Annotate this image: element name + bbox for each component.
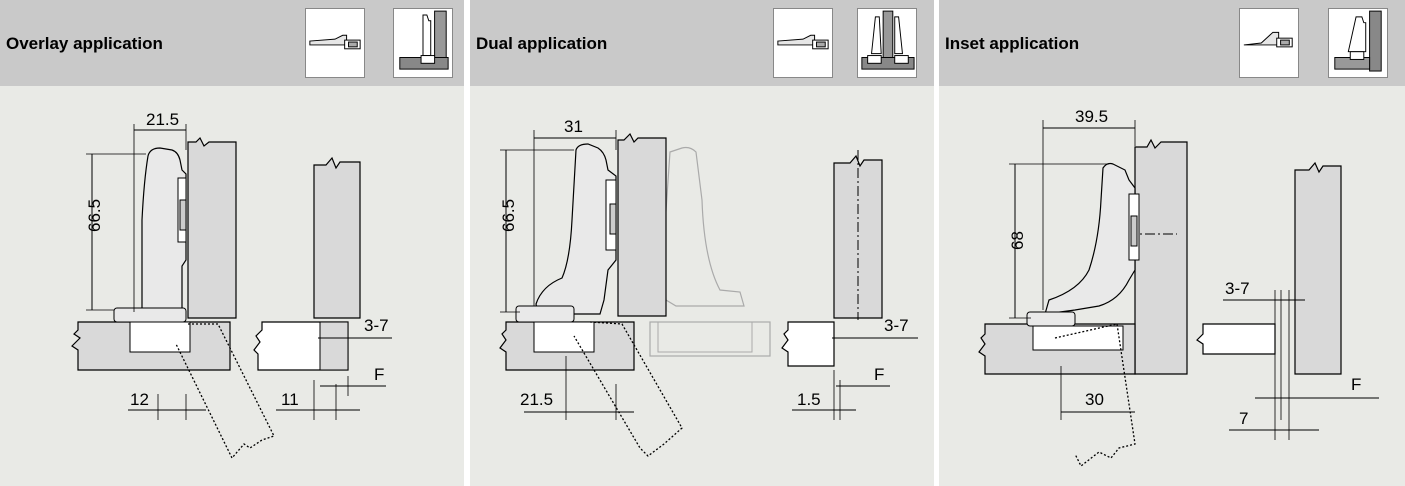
- dim-height: 66.5: [499, 199, 518, 232]
- inset-door-icon: [1328, 8, 1388, 78]
- hinge-side-view-icon: [773, 8, 833, 78]
- dual-application-panel: Dual application: [470, 0, 934, 486]
- dim-width-top: 21.5: [146, 110, 179, 129]
- hinge-side-view-icon: [1239, 8, 1299, 78]
- dim-gap: 3-7: [1225, 279, 1250, 298]
- panel-header: Dual application: [470, 0, 934, 86]
- dim-gap: 3-7: [364, 316, 389, 335]
- dim-bottom-right: 7: [1239, 409, 1248, 428]
- dual-door-icon: [857, 8, 917, 78]
- dim-f: F: [874, 365, 884, 384]
- dim-bottom-left: 12: [130, 390, 149, 409]
- dim-bottom-right: 1.5: [797, 390, 821, 409]
- dim-f: F: [374, 365, 384, 384]
- dim-bottom-right: 11: [281, 390, 299, 409]
- dim-height: 68: [1008, 231, 1027, 250]
- hinge-side-view-icon: [305, 8, 365, 78]
- panel-header: Overlay application: [0, 0, 464, 86]
- inset-application-panel: Inset application: [939, 0, 1405, 486]
- overlay-application-panel: Overlay application: [0, 0, 464, 486]
- overlay-drawing: 21.5 66.5 3-7 12 11 F: [71, 110, 392, 460]
- dim-height: 66.5: [85, 199, 104, 232]
- dim-bottom-left: 21.5: [520, 390, 553, 409]
- panel-title: Inset application: [945, 34, 1080, 53]
- panel-title: Dual application: [476, 34, 608, 53]
- dim-f: F: [1351, 375, 1361, 394]
- dim-bottom-left: 30: [1085, 390, 1104, 409]
- overlay-door-icon: [393, 8, 453, 78]
- panel-title: Overlay application: [6, 34, 163, 53]
- inset-drawing: 39.5 68 3-7 30 F 7: [978, 107, 1379, 467]
- panel-header: Inset application: [939, 0, 1405, 86]
- dim-gap: 3-7: [884, 316, 909, 335]
- dim-width-top: 31: [564, 117, 583, 136]
- dim-width-top: 39.5: [1075, 107, 1108, 126]
- dual-drawing: 31 66.5 3-7 21.5 1.5 F: [499, 117, 918, 457]
